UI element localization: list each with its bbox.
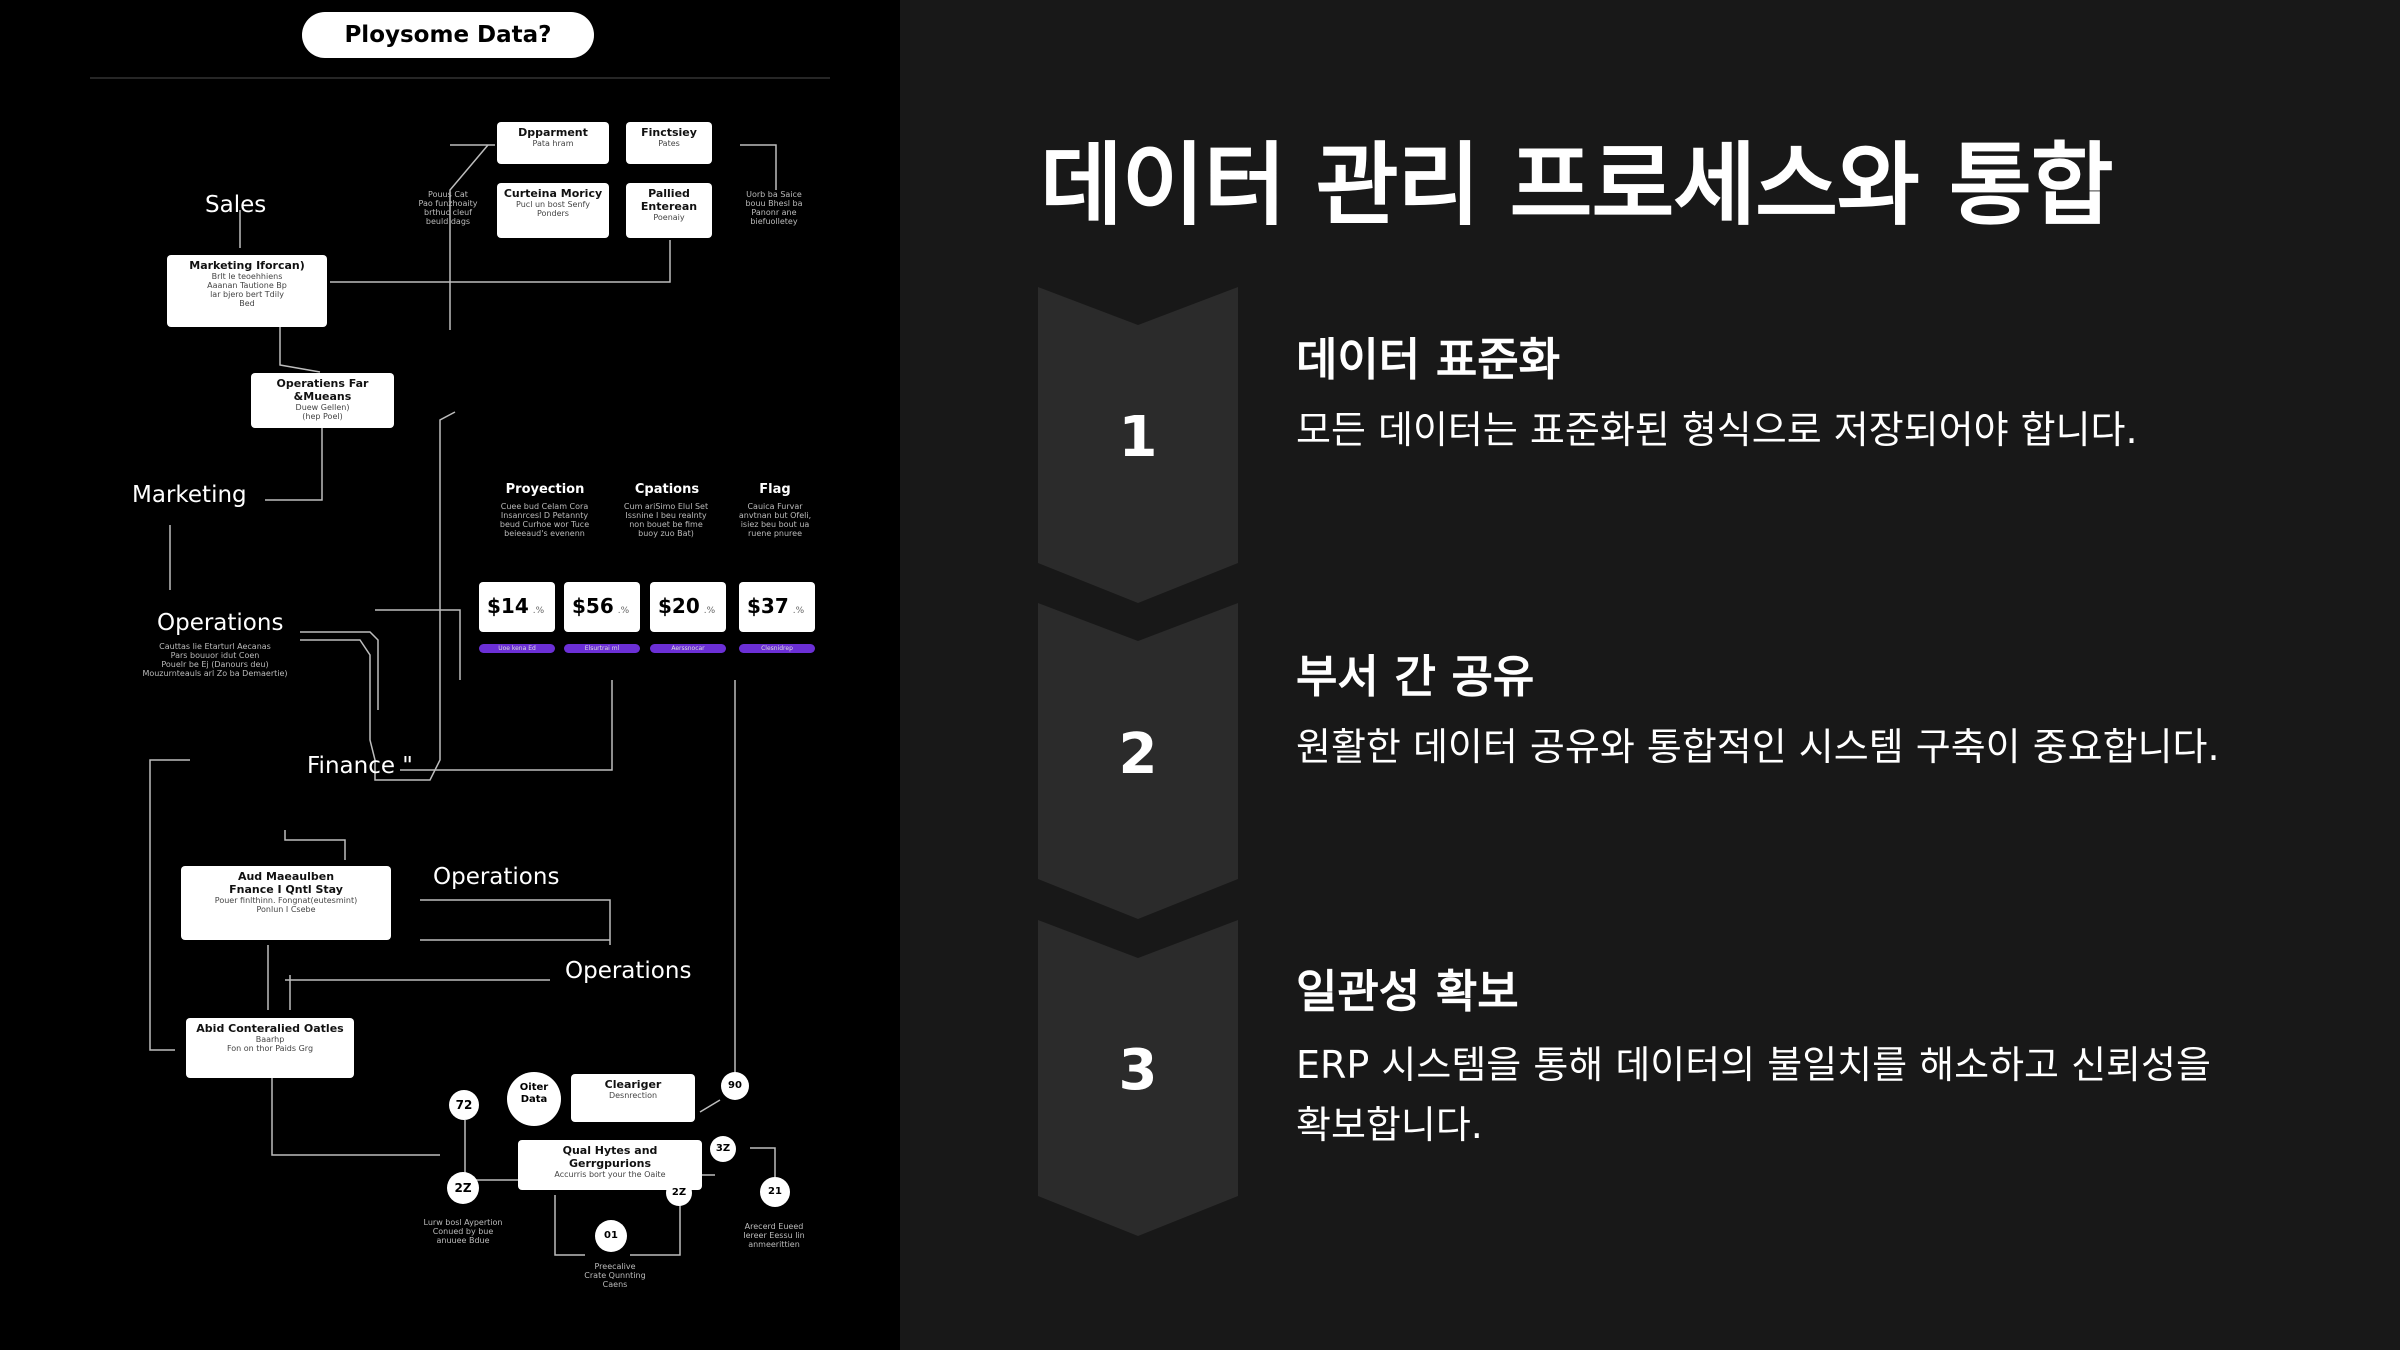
diagram-connectors	[90, 77, 830, 1256]
marketing-box: Marketing Iforcan)Brlt le teoehhiens Aaa…	[167, 255, 327, 327]
node-circle-3z: 3Z	[710, 1136, 736, 1162]
operations-label-3: Operations	[565, 958, 692, 984]
price-card-3: $20.%	[650, 582, 726, 632]
other-data-node: Oiter Data	[507, 1072, 561, 1126]
node-circle-2z-left: 2Z	[447, 1172, 479, 1204]
price-tag-4: Clesnidrep	[739, 644, 815, 653]
operations-label-1: Operations	[157, 610, 284, 636]
price-tag-2: Elsurtrai ml	[564, 644, 640, 653]
node-circle-01: 01	[595, 1220, 627, 1252]
note-bottom-left: Lurw bosl Aypertion Conued by bue anuuee…	[423, 1218, 503, 1245]
marketing-label: Marketing	[132, 482, 247, 508]
column-head-operations: Cpations	[634, 482, 700, 497]
sales-label: Sales	[205, 192, 267, 218]
note-bottom-mid: Preecalive Crate Qunnting Caens	[584, 1262, 646, 1289]
note-left-top: Pouus Cat Pao funzhoaity brthuc cleuf be…	[418, 190, 478, 226]
column-head-projection: Proyection	[505, 482, 585, 497]
step-2-title: 부서 간 공유	[1296, 650, 1535, 703]
node-circle-90: 90	[721, 1072, 749, 1100]
node-circle-72: 72	[449, 1090, 479, 1120]
finance-label: Finance "	[307, 753, 413, 779]
column-head-flag: Flag	[759, 482, 791, 497]
slide-title: 데이터 관리 프로세스와 통합	[1040, 133, 2114, 238]
step-2-description: 원활한 데이터 공유와 통합적인 시스템 구축이 중요합니다.	[1296, 725, 2220, 769]
operations-label-2: Operations	[433, 864, 560, 890]
price-tag-3: Aerssnocar	[650, 644, 726, 653]
step-1-number: 1	[1118, 405, 1158, 470]
node-circle-21: 21	[760, 1177, 790, 1207]
slide-content: 데이터 관리 프로세스와 통합 1 2 3 데이터 표준화 모든 데이터는 표준…	[900, 0, 2400, 1350]
step-1-chevron	[1038, 287, 1238, 603]
note-bottom-right: Arecerd Eueed Iereer Eessu lin anmeeritt…	[743, 1222, 805, 1249]
note-operations: Cauttas lie Etarturl Aecanas Pars bouuor…	[142, 642, 288, 678]
node-circle-2z-right: 2Z	[666, 1180, 692, 1206]
step-2-number: 2	[1118, 722, 1158, 787]
price-card-2: $56.%	[564, 582, 640, 632]
column-note-operations: Cum ariSimo Elul Set Issnine I beu realn…	[623, 502, 709, 538]
column-note-projection: Cuee bud Celam Cora Insanrcesl D Petannt…	[499, 502, 590, 538]
column-note-flag: Cauica Furvar anvtnan but Ofeli, isiez b…	[738, 502, 812, 538]
price-card-1: $14.%	[479, 582, 555, 632]
step-1-title: 데이터 표준화	[1296, 333, 1561, 386]
step-3-number: 3	[1118, 1038, 1158, 1103]
price-card-4: $37.%	[739, 582, 815, 632]
step-3-chevron	[1038, 920, 1238, 1236]
diagram-panel: Ploysome Data? Sales Marketing Operation…	[0, 0, 900, 1350]
step-3-description: ERP 시스템을 통해 데이터의 불일치를 해소하고 신뢰성을 확보합니다.	[1296, 1043, 2211, 1147]
step-2-chevron	[1038, 603, 1238, 919]
price-tag-1: Uoe kena Ed	[479, 644, 555, 653]
diagram-top-title: Ploysome Data?	[302, 12, 594, 58]
step-3-title: 일관성 확보	[1296, 965, 1519, 1018]
step-1-description: 모든 데이터는 표준화된 형식으로 저장되어야 합니다.	[1296, 408, 2138, 452]
note-right-top: Uorb ba Saice bouu Bhesl ba Panonr ane b…	[745, 190, 803, 226]
